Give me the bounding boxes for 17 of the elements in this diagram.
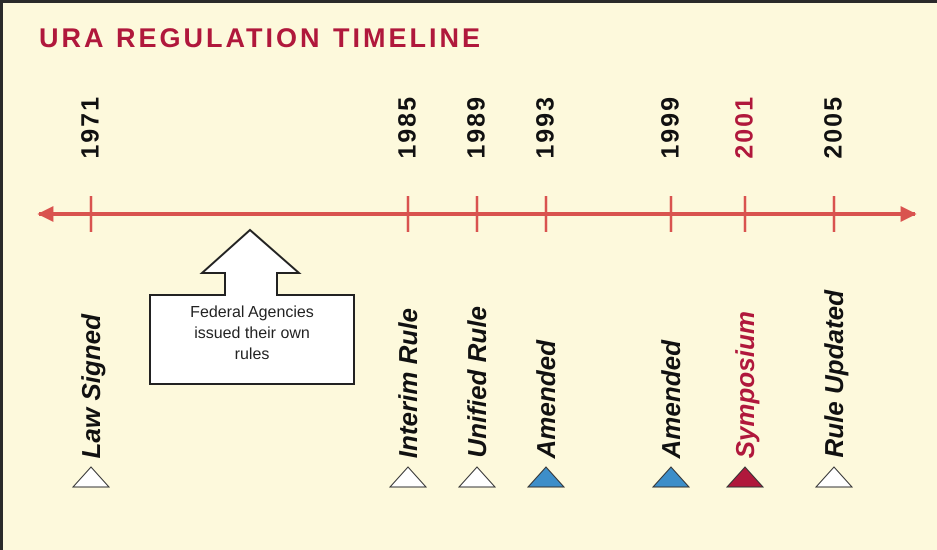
year-label: 1993 [534,95,558,159]
event-label: Unified Rule [464,306,490,458]
event-label: Rule Updated [821,290,847,458]
year-label: 2001 [732,95,758,159]
event-label: Symposium [732,310,758,458]
callout-text: Federal Agencies issued their own rules [189,303,315,365]
year-label: 2005 [822,95,846,159]
event-label: Amended [658,340,684,458]
year-label: 1999 [658,95,684,159]
event-label: Interim Rule [395,308,421,458]
year-label: 1971 [78,95,104,159]
event-label: Law Signed [78,314,104,458]
event-label: Amended [533,340,559,458]
diagram-title: URA REGULATION TIMELINE [39,23,483,54]
year-label: 1989 [464,95,490,159]
year-label: 1985 [396,95,420,159]
callout-arrow [146,227,358,387]
